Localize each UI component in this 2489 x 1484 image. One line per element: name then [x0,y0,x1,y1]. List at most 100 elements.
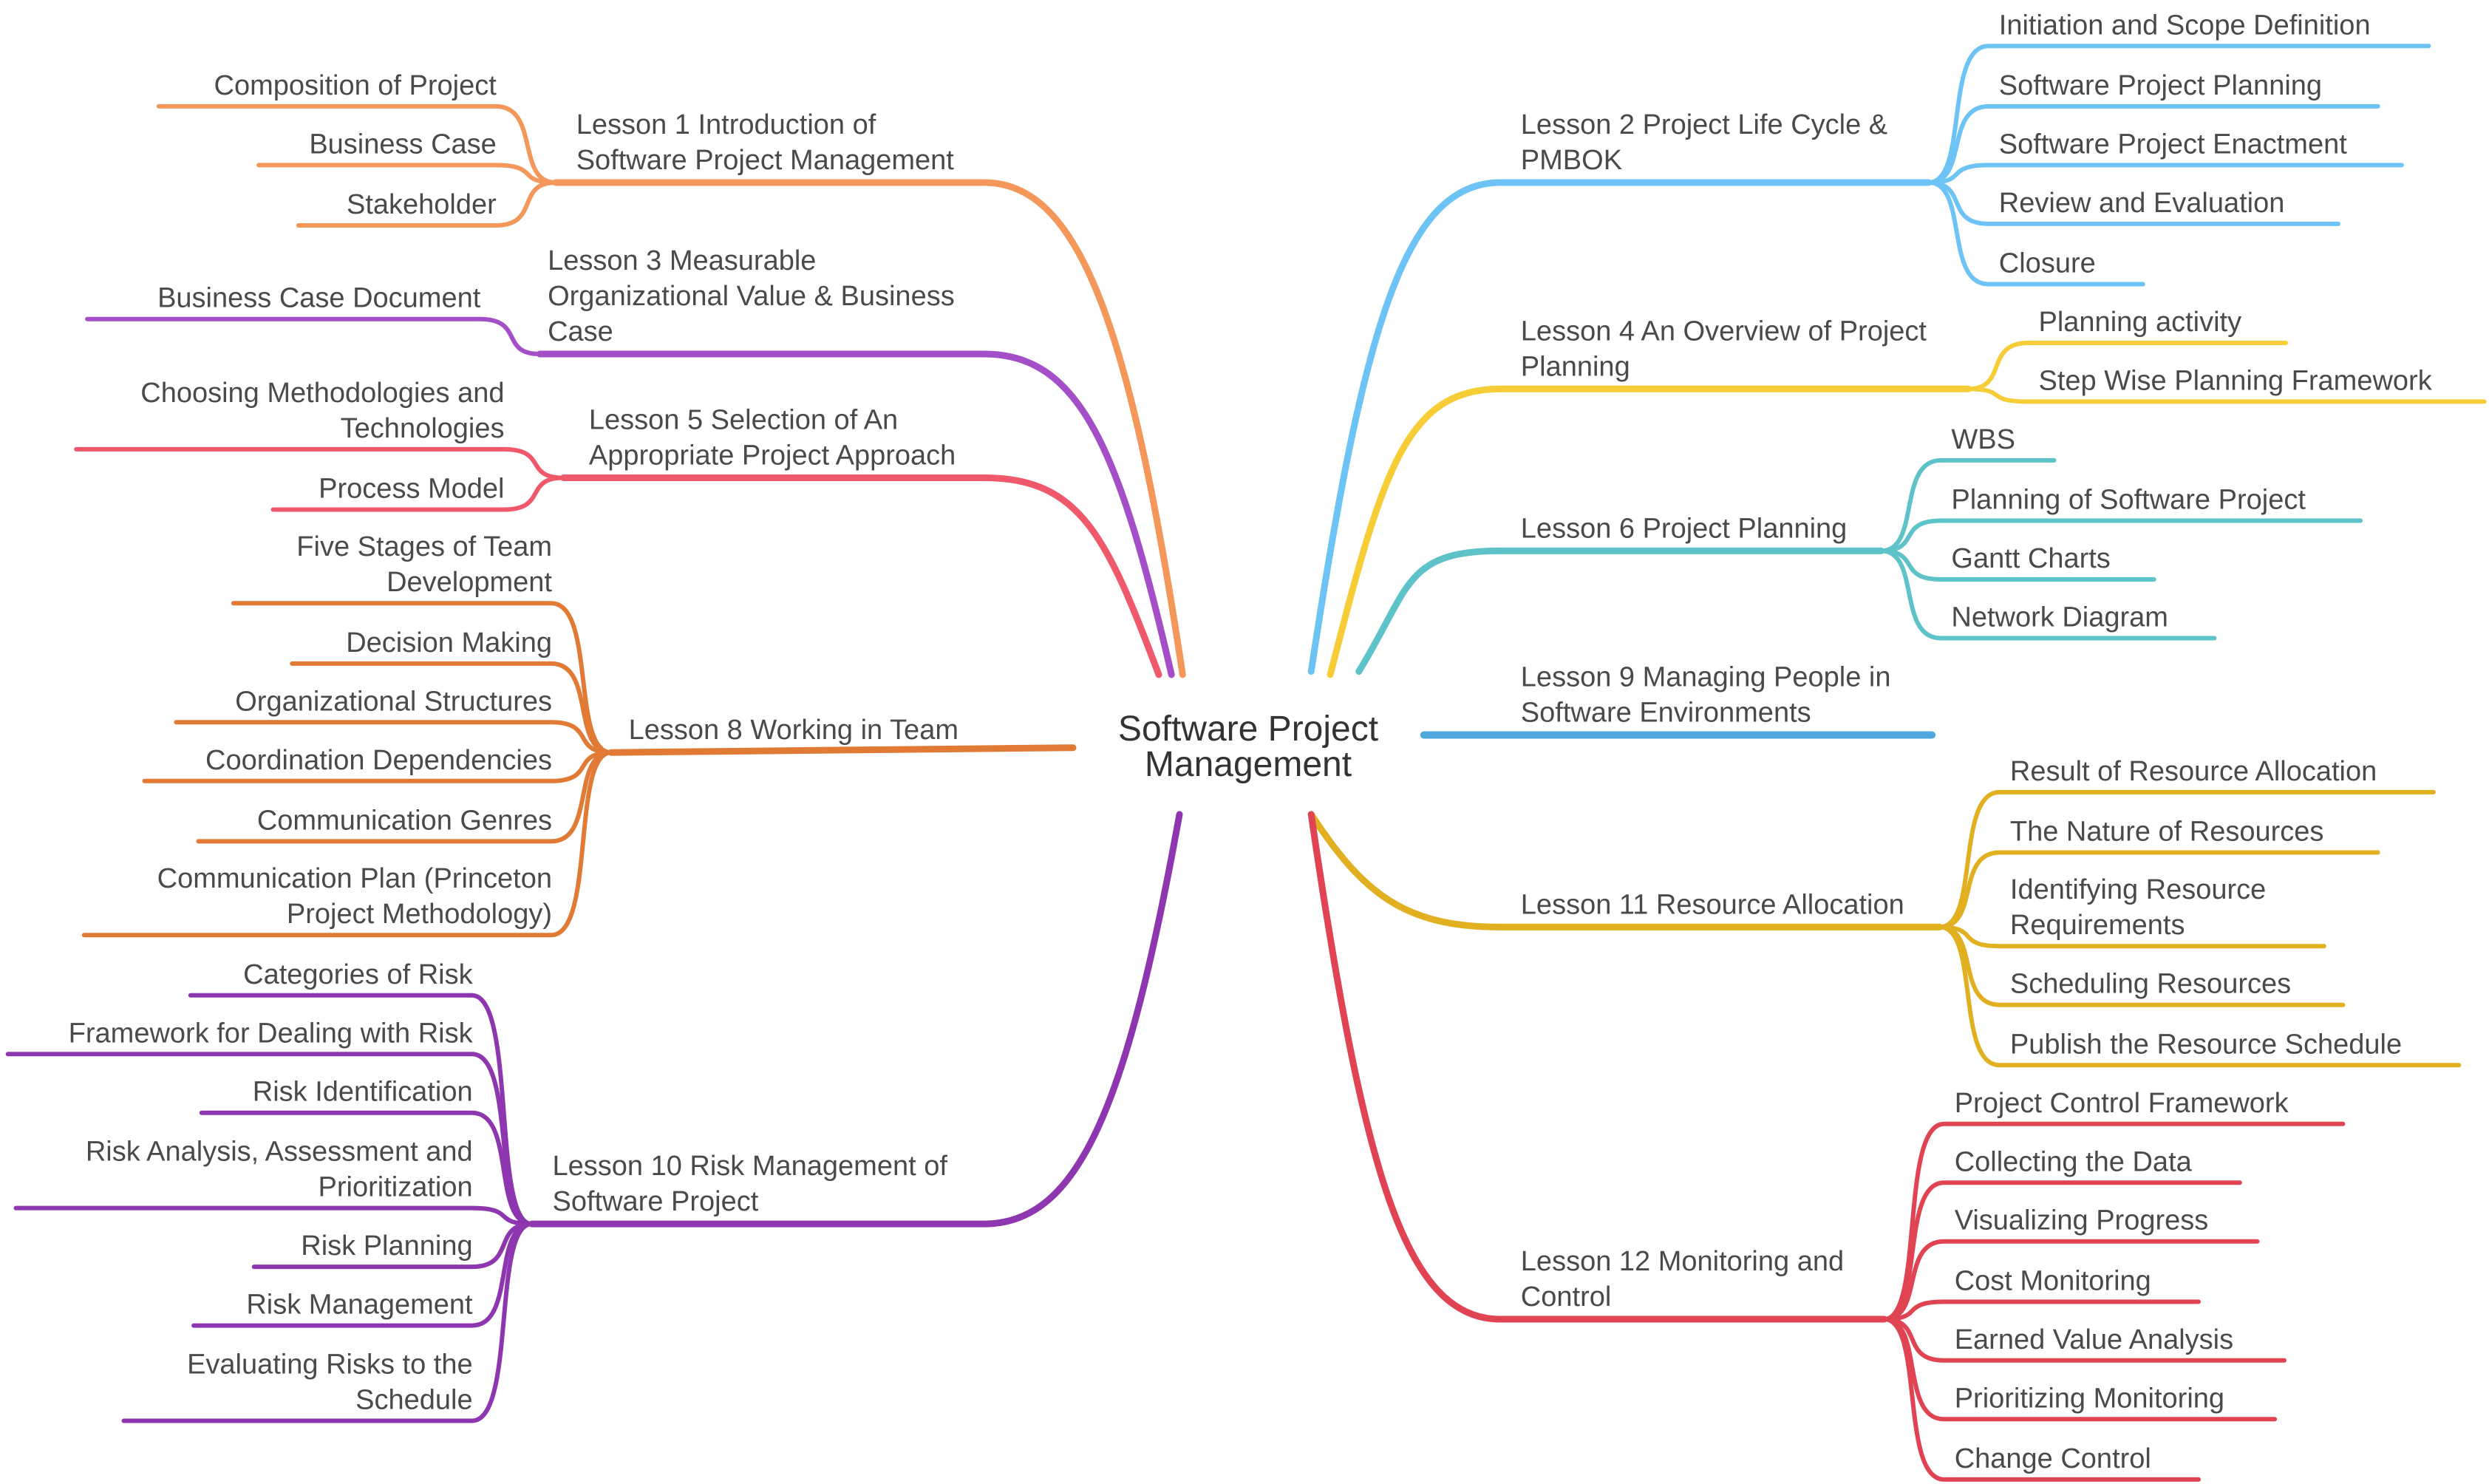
branch-connector [1327,385,1972,678]
branch-label: Lesson 8 Working in Team [629,715,959,746]
branch-lesson-12-monitoring-and-control [1307,811,2346,1482]
branch-label: Lesson 6 Project Planning [1521,513,1848,544]
child-connector [85,316,542,356]
branch-lesson-8-working-in-team [81,601,1077,938]
child-connector [231,601,613,755]
child-connector [191,1222,534,1328]
child-connector [1937,789,2436,930]
topic-business-case: Business Case [309,129,496,160]
topic-risk-identification: Risk Identification [253,1077,473,1108]
child-connector [1966,387,2487,404]
child-connector [199,1110,534,1227]
child-connector [121,1222,534,1423]
topic-composition-of-project: Composition of Project [214,70,497,101]
branch-lesson-10-risk-management-of-software-project [5,811,1183,1423]
child-connector [1926,163,2404,185]
branch-label: Lesson 11 Resource Allocation [1521,889,1904,920]
child-connector [1882,1180,2242,1321]
child-connector [1937,925,2462,1068]
topic-organizational-structures: Organizational Structures [235,686,552,717]
branch-connector [607,744,1077,756]
topic-step-wise-planning-framework: Step Wise Planning Framework [2039,365,2433,396]
child-connector [296,180,558,228]
child-connector [13,1205,534,1227]
topic-wbs: WBS [1951,424,2015,455]
child-connector [81,750,613,938]
branch-lesson-3-measurable-organizational-value-business-case [85,316,1175,678]
topic-risk-planning: Risk Planning [301,1231,472,1262]
branch-connector [528,811,1183,1228]
topic-change-control: Change Control [1955,1443,2151,1474]
branch-lesson-5-selection-of-an-appropriate-project-approach [74,446,1162,678]
topic-the-nature-of-resources: The Nature of Resources [2010,817,2324,848]
topic-project-control-framework: Project Control Framework [1955,1088,2289,1119]
topic-initiation-and-scope-definition: Initiation and Scope Definition [1999,10,2371,41]
child-connector [1879,457,2057,554]
topic-communication-genres: Communication Genres [257,805,552,836]
topic-network-diagram: Network Diagram [1951,602,2168,633]
topic-scheduling-resources: Scheduling Resources [2010,969,2291,1000]
branch-lesson-6-project-planning [1355,457,2363,675]
child-connector [1879,518,2363,554]
child-connector [1879,548,2217,641]
branch-lesson-1-introduction-of-software-project-management [156,103,1186,678]
child-connector [156,103,558,185]
child-connector [290,661,613,755]
topic-software-project-enactment: Software Project Enactment [1999,129,2347,160]
branch-connector [1355,547,1884,675]
branch-connector [1307,179,1933,675]
topic-visualizing-progress: Visualizing Progress [1955,1205,2209,1236]
branch-connector [560,474,1162,678]
branch-lesson-2-project-life-cycle-pmbok [1307,44,2431,675]
topic-result-of-resource-allocation: Result of Resource Allocation [2010,756,2377,787]
branch-label: Lesson 2 Project Life Cycle &PMBOK [1521,109,1887,176]
topic-planning-activity: Planning activity [2039,307,2242,338]
topic-cost-monitoring: Cost Monitoring [1955,1265,2151,1296]
topic-closure: Closure [1999,248,2096,279]
topic-prioritizing-monitoring: Prioritizing Monitoring [1955,1383,2224,1414]
branch-connector [1307,811,1944,930]
child-connector [1926,44,2431,185]
child-connector [270,475,566,512]
topic-publish-the-resource-schedule: Publish the Resource Schedule [2010,1029,2402,1060]
child-connector [1966,341,2289,392]
child-connector [196,750,613,844]
topic-review-and-evaluation: Review and Evaluation [1999,188,2285,219]
topic-framework-for-dealing-with-risk: Framework for Dealing with Risk [69,1018,474,1049]
topic-earned-value-analysis: Earned Value Analysis [1955,1324,2233,1355]
topic-planning-of-software-project: Planning of Software Project [1951,485,2306,516]
topic-categories-of-risk: Categories of Risk [243,959,473,990]
child-connector [1882,1299,2201,1321]
branch-connector [552,179,1186,678]
topic-decision-making: Decision Making [346,627,552,658]
child-connector [1926,103,2380,185]
child-connector [1926,180,2145,287]
child-connector [256,163,558,185]
topic-risk-management: Risk Management [246,1290,473,1321]
child-connector [174,720,613,755]
topic-software-project-planning: Software Project Planning [1999,70,2322,101]
branch-lesson-4-an-overview-of-project-planning [1327,341,2487,678]
topic-gantt-charts: Gantt Charts [1951,543,2110,574]
topic-stakeholder: Stakeholder [347,189,497,220]
child-connector [74,446,566,480]
branch-connector [536,350,1175,678]
child-connector [1882,1317,2201,1482]
branch-lesson-11-resource-allocation [1307,789,2462,1068]
topic-collecting-the-data: Collecting the Data [1955,1146,2193,1177]
child-connector [1937,850,2380,930]
